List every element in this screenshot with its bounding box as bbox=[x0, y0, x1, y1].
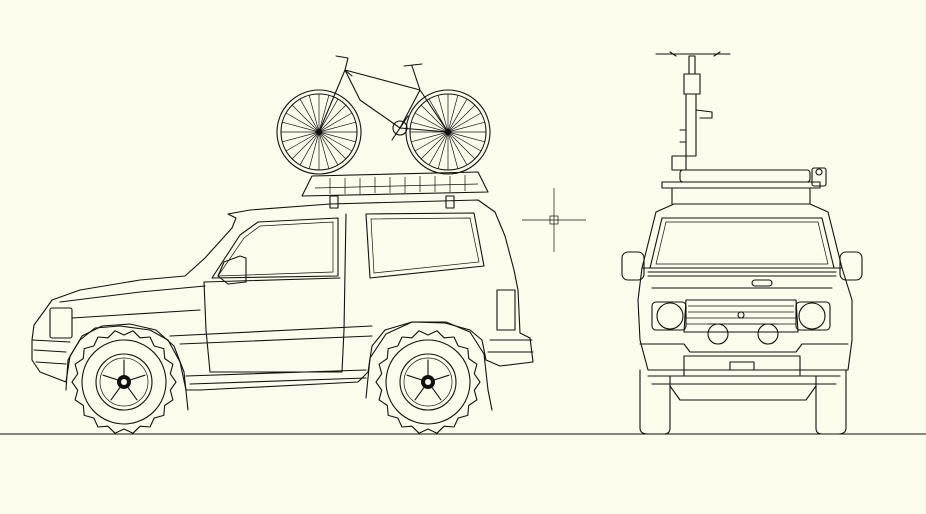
side-roof-rack bbox=[301, 171, 489, 209]
front-left-headlight bbox=[656, 302, 684, 330]
side-mirror bbox=[217, 255, 247, 285]
side-rocker-panel bbox=[185, 369, 367, 385]
front-view-vehicle bbox=[621, 51, 863, 435]
crosshair-cursor-icon bbox=[522, 188, 586, 252]
front-axle-guard bbox=[669, 385, 817, 401]
side-rear-bumper bbox=[487, 339, 534, 353]
side-front-door-window bbox=[211, 217, 339, 279]
front-bumper-lines bbox=[647, 375, 841, 385]
front-right-fog-light bbox=[757, 323, 779, 345]
front-license-plate bbox=[729, 361, 755, 371]
side-headlight bbox=[49, 307, 73, 339]
side-front-door-window-inner bbox=[217, 221, 334, 277]
side-rear-window-inner bbox=[370, 217, 480, 274]
side-rear-window bbox=[365, 212, 485, 279]
front-windshield-inner bbox=[655, 221, 829, 265]
front-left-tire bbox=[639, 369, 671, 435]
front-bicycle bbox=[655, 51, 731, 171]
side-front-fender-flare bbox=[65, 323, 189, 411]
front-cab-outline bbox=[641, 203, 843, 269]
side-body-crease bbox=[169, 325, 373, 345]
front-grille-bars bbox=[686, 305, 796, 325]
side-door-belt-line bbox=[203, 277, 341, 283]
front-right-headlight-housing bbox=[795, 301, 831, 331]
front-hood bbox=[637, 267, 853, 371]
front-grille bbox=[683, 299, 799, 333]
front-left-mirror bbox=[621, 251, 645, 281]
front-right-tire bbox=[815, 369, 847, 435]
front-left-headlight-housing bbox=[651, 301, 687, 331]
front-badge bbox=[751, 279, 773, 287]
side-tail-light bbox=[496, 289, 516, 331]
side-rear-fender-flare bbox=[365, 321, 493, 411]
bicycle-frame bbox=[318, 55, 449, 141]
side-rear-wheel bbox=[375, 330, 481, 434]
front-hood-line bbox=[647, 275, 837, 289]
side-front-wheel bbox=[71, 330, 177, 434]
front-right-headlight bbox=[798, 302, 826, 330]
front-roof-rack bbox=[661, 167, 827, 205]
side-body-outline bbox=[31, 199, 534, 391]
front-right-mirror bbox=[839, 251, 863, 281]
side-bicycle bbox=[276, 55, 491, 175]
front-left-fog-light bbox=[707, 323, 729, 345]
side-hood-line bbox=[59, 285, 206, 319]
front-logo bbox=[737, 311, 745, 319]
bicycle-front-wheel bbox=[276, 89, 362, 175]
side-door bbox=[203, 213, 347, 373]
front-bumper-lower bbox=[683, 355, 801, 377]
side-front-bumper bbox=[31, 339, 71, 365]
front-windshield bbox=[649, 217, 835, 269]
front-bumper bbox=[639, 343, 849, 353]
side-view-vehicle bbox=[31, 55, 534, 434]
side-wheels bbox=[71, 330, 481, 434]
